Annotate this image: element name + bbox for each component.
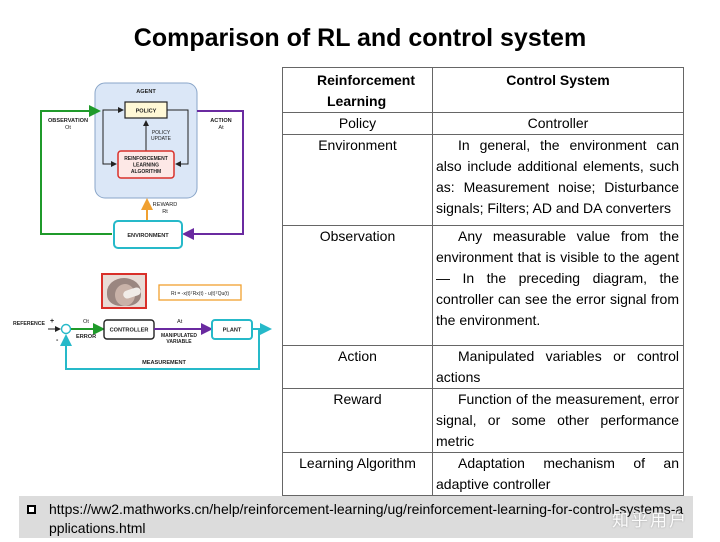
comparison-table: Reinforcement Learning Control System Po… bbox=[282, 67, 684, 496]
observation-feed-line-2 bbox=[102, 130, 117, 167]
row-desc: Function of the measurement, error signa… bbox=[432, 388, 684, 453]
table-row: Environment In general, the environment … bbox=[282, 134, 684, 226]
header-control: Control System bbox=[432, 67, 684, 113]
plus-sign: + bbox=[50, 318, 54, 325]
row-desc: Any measurable value from the environmen… bbox=[432, 225, 684, 346]
row-label: Policy bbox=[282, 112, 433, 135]
at-label: At bbox=[177, 319, 183, 325]
minus-sign: - bbox=[56, 337, 59, 344]
square-bullet-icon bbox=[27, 505, 36, 514]
action-line bbox=[182, 110, 244, 240]
rl-algorithm-label-2: LEARNING bbox=[133, 163, 159, 169]
rl-control-diagrams: AGENT POLICY POLICY UPDATE REINFORCEMENT… bbox=[13, 82, 272, 370]
table-row: Action Manipulated variables or control … bbox=[282, 345, 684, 389]
action-label: ACTION bbox=[210, 118, 231, 124]
row-label: Environment bbox=[282, 134, 433, 226]
row-label: Learning Algorithm bbox=[282, 452, 433, 496]
reference-label: REFERENCE bbox=[13, 321, 46, 327]
observation-feed-line bbox=[102, 107, 124, 130]
policy-update-label-2: UPDATE bbox=[151, 136, 172, 142]
row-label: Observation bbox=[282, 225, 433, 346]
row-label: Action bbox=[282, 345, 433, 389]
row-desc: Manipulated variables or control actions bbox=[432, 345, 684, 389]
reference-footer: https://ww2.mathworks.cn/help/reinforcem… bbox=[19, 496, 693, 538]
rl-algorithm-label-3: ALGORITHM bbox=[131, 169, 161, 175]
controller-label: CONTROLLER bbox=[110, 328, 149, 334]
policy-update-label-1: POLICY bbox=[152, 130, 171, 136]
page-title: Comparison of RL and control system bbox=[133, 24, 587, 52]
manipulated-label-1: MANIPULATED bbox=[161, 333, 197, 339]
observation-label: OBSERVATION bbox=[48, 118, 88, 124]
action-symbol: At bbox=[218, 125, 224, 131]
row-desc: In general, the environment can also inc… bbox=[432, 134, 684, 226]
row-desc: Adaptation mechanism of an adaptive cont… bbox=[432, 452, 684, 496]
row-desc: Controller bbox=[432, 112, 684, 135]
policy-label: POLICY bbox=[136, 109, 157, 115]
reward-formula: Rt = -x(t)ᵀRx(t) - u(t)ᵀQu(t) bbox=[171, 291, 229, 297]
measurement-line bbox=[60, 329, 260, 370]
table-row: Observation Any measurable value from th… bbox=[282, 225, 684, 346]
watermark: 知乎用户 bbox=[612, 511, 688, 531]
person-photo bbox=[101, 273, 147, 309]
observation-symbol: Ot bbox=[65, 125, 71, 131]
ot-label: Ot bbox=[83, 319, 89, 325]
table-row: Learning Algorithm Adaptation mechanism … bbox=[282, 452, 684, 496]
reward-symbol: Rt bbox=[162, 209, 168, 215]
reference-link[interactable]: https://ww2.mathworks.cn/help/reinforcem… bbox=[49, 501, 684, 536]
table-header-row: Reinforcement Learning Control System bbox=[282, 67, 684, 113]
measurement-label: MEASUREMENT bbox=[142, 360, 186, 366]
environment-box bbox=[113, 220, 183, 249]
row-label: Reward bbox=[282, 388, 433, 453]
agent-label: AGENT bbox=[136, 89, 156, 95]
reward-formula-box bbox=[158, 284, 242, 301]
table-row: Policy Controller bbox=[282, 112, 684, 135]
action-feed-line bbox=[167, 109, 189, 167]
error-label: ERROR bbox=[76, 334, 96, 340]
summing-junction bbox=[60, 323, 72, 335]
table-row: Reward Function of the measurement, erro… bbox=[282, 388, 684, 453]
rl-algorithm-box bbox=[117, 150, 175, 179]
reward-label: REWARD bbox=[153, 202, 178, 208]
plant-label: PLANT bbox=[223, 328, 242, 334]
manipulated-label-2: VARIABLE bbox=[166, 339, 192, 345]
header-rl: Reinforcement Learning bbox=[282, 67, 433, 113]
observation-line bbox=[40, 105, 112, 235]
environment-label: ENVIRONMENT bbox=[127, 233, 169, 239]
rl-algorithm-label-1: REINFORCEMENT bbox=[124, 156, 168, 162]
